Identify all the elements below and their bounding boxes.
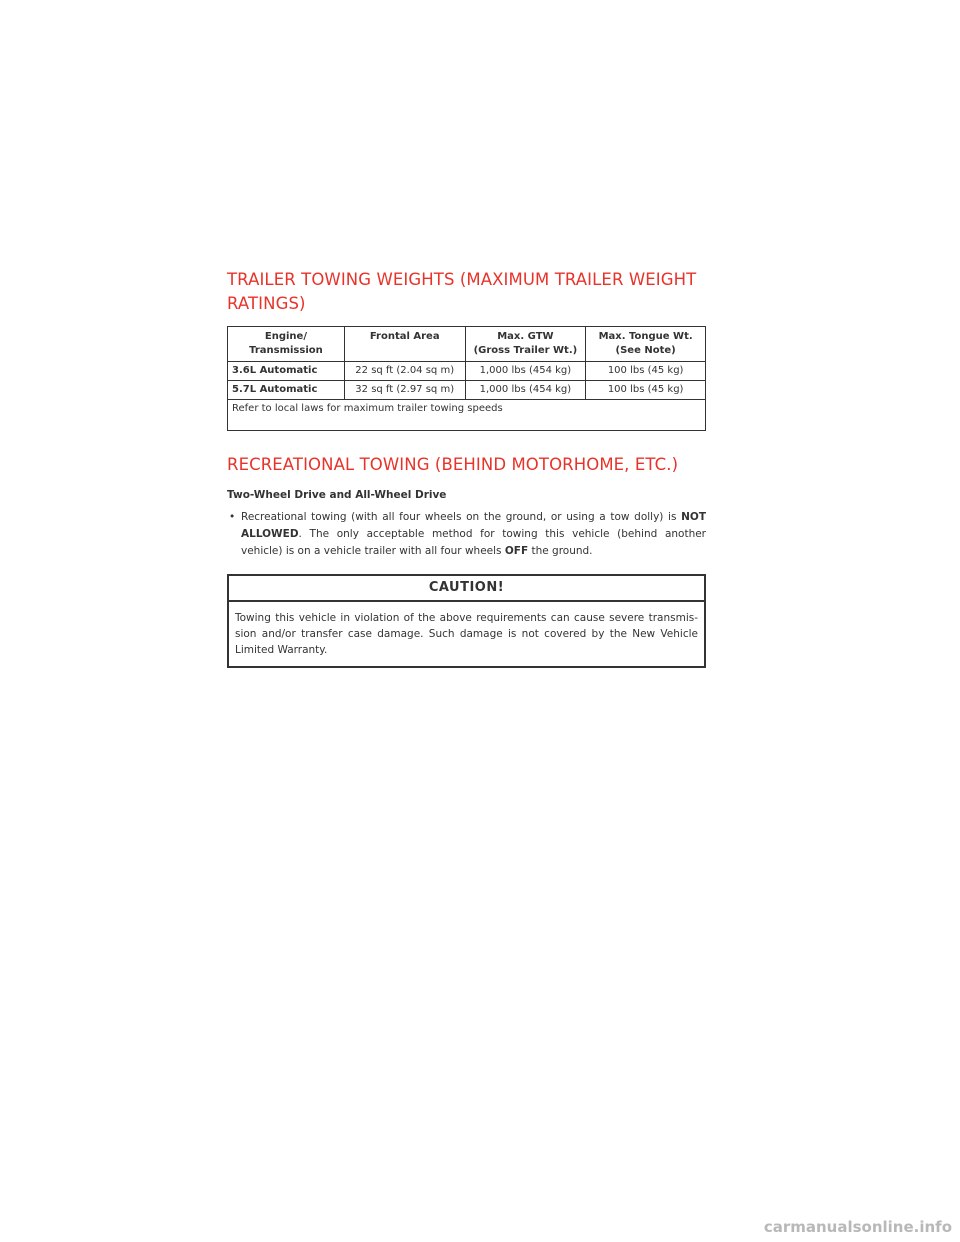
cell-max-gtw: 1,000 lbs (454 kg) (464, 380, 586, 400)
watermark: carmanualsonline.info (763, 1218, 952, 1236)
cell-max-gtw: 1,000 lbs (454 kg) (464, 361, 586, 381)
table-note: Refer to local laws for maximum trailer … (227, 399, 706, 431)
header-tongue-line2: (See Note) (615, 345, 676, 356)
header-frontal-area: Frontal Area (343, 326, 466, 362)
page-content: TRAILER TOWING WEIGHTS (MAXIMUM TRAILER … (227, 268, 706, 668)
cell-max-tongue: 100 lbs (45 kg) (585, 361, 706, 381)
list-item: • Recreational towing (with all four whe… (227, 509, 706, 560)
bullet-marker: • (229, 511, 236, 523)
table-row: 5.7L Automatic 32 sq ft (2.97 sq m) 1,00… (227, 380, 706, 400)
header-max-gtw: Max. GTW (Gross Trailer Wt.) (464, 326, 586, 362)
bullet-text-not-allowed: NOT ALLOWED (241, 511, 706, 540)
bullet-text-part1: Recreational towing (with all four wheel… (241, 511, 682, 523)
header-tongue-line1: Max. Tongue Wt. (598, 331, 693, 342)
table-note-row: Refer to local laws for maximum trailer … (227, 399, 706, 431)
bullet-text-part2: . The only acceptable method for towing … (241, 528, 706, 557)
header-area-label: Frontal Area (369, 331, 440, 342)
section-heading-trailer-towing-weights: TRAILER TOWING WEIGHTS (MAXIMUM TRAILER … (227, 270, 697, 313)
cell-frontal-area: 32 sq ft (2.97 sq m) (343, 380, 466, 400)
header-engine-line1: Engine/ (264, 331, 307, 342)
subheading-drive-type: Two-Wheel Drive and All-Wheel Drive (227, 489, 447, 501)
cell-engine: 3.6L Automatic (227, 361, 345, 381)
table-header-row: Engine/ Transmission Frontal Area Max. G… (227, 326, 706, 362)
cell-engine: 5.7L Automatic (227, 380, 345, 400)
header-engine-transmission: Engine/ Transmission (227, 326, 345, 362)
caution-body: Towing this vehicle in violation of the … (235, 612, 698, 656)
header-engine-line2: Transmission (249, 345, 323, 356)
bullet-text-part3: the ground. (528, 545, 593, 557)
section-heading-recreational-towing: RECREATIONAL TOWING (BEHIND MOTORHOME, E… (227, 455, 679, 474)
caution-title: CAUTION! (229, 576, 704, 602)
header-gtw-line2: (Gross Trailer Wt.) (473, 345, 578, 356)
towing-weights-table: Engine/ Transmission Frontal Area Max. G… (227, 326, 706, 431)
bullet-text-off: OFF (504, 545, 529, 557)
header-max-tongue-weight: Max. Tongue Wt. (See Note) (585, 326, 706, 362)
caution-box: CAUTION! Towing this vehicle in violatio… (227, 574, 706, 668)
header-gtw-line1: Max. GTW (497, 331, 554, 342)
cell-frontal-area: 22 sq ft (2.04 sq m) (343, 361, 466, 381)
table-row: 3.6L Automatic 22 sq ft (2.04 sq m) 1,00… (227, 361, 706, 381)
cell-max-tongue: 100 lbs (45 kg) (585, 380, 706, 400)
